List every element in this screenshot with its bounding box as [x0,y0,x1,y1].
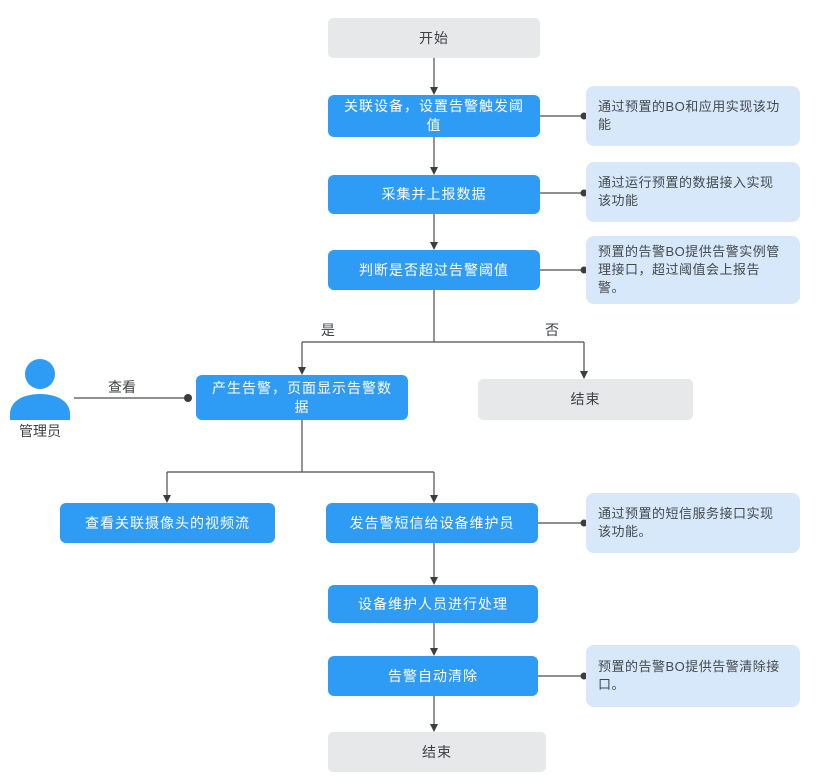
actor-view-connector [74,394,192,402]
node-associate-device: 关联设备，设置告警触发阈值 [328,95,540,137]
node-end-final: 结束 [328,732,546,772]
arrow-clear-to-end [430,696,438,732]
node-end-branch: 结束 [478,379,693,420]
view-action-label: 查看 [108,379,136,395]
node-collect-report-data: 采集并上报数据 [328,175,540,214]
arrow-associate-to-collect [430,137,438,175]
connector-annotation-alarm-instance [540,266,588,274]
annotation-alarm-bo-clear: 预置的告警BO提供告警清除接口。 [586,645,800,707]
node-maintenance-handle: 设备维护人员进行处理 [328,585,538,623]
branch-judge-yes-no [298,290,588,379]
annotation-connectors [538,112,588,680]
arrow-start-to-associate [430,58,438,95]
administrator-label: 管理员 [19,423,61,439]
annotation-preset-data-access: 通过运行预置的数据接入实现该功能 [586,162,800,222]
annotation-sms-service: 通过预置的短信服务接口实现该功能。 [586,493,800,553]
connector-annotation-sms [538,519,588,527]
arrow-generate-split [163,420,438,503]
branch-label-no: 否 [545,322,559,338]
node-view-video-stream: 查看关联摄像头的视频流 [60,503,275,543]
administrator-icon [10,359,70,420]
connector-annotation-data-access [540,189,588,197]
arrow-handle-to-clear [430,623,438,656]
node-judge-threshold: 判断是否超过告警阈值 [328,250,540,290]
annotation-alarm-bo-instance: 预置的告警BO提供告警实例管理接口，超过阈值会上报告警。 [586,236,800,304]
arrow-collect-to-judge [430,214,438,250]
node-generate-alarm: 产生告警，页面显示告警数据 [196,375,408,420]
node-alarm-auto-clear: 告警自动清除 [328,656,538,696]
connector-annotation-clear [538,672,588,680]
branch-label-yes: 是 [321,322,335,338]
node-start: 开始 [328,18,540,58]
annotation-preset-bo-app: 通过预置的BO和应用实现该功能 [586,86,800,146]
connector-annotation-bo-app [540,112,588,120]
arrow-sms-to-handle [430,543,438,585]
node-send-alarm-sms: 发告警短信给设备维护员 [326,503,538,543]
